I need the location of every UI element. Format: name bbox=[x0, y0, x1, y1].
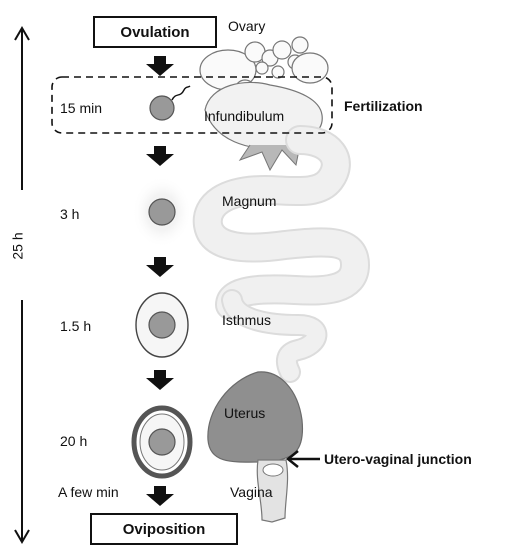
fertilization-label: Fertilization bbox=[344, 98, 423, 114]
ovulation-label: Ovulation bbox=[120, 24, 189, 41]
time-label-3: 1.5 h bbox=[60, 318, 91, 334]
egg-stage-1 bbox=[150, 86, 190, 120]
egg-stage-4 bbox=[134, 408, 190, 476]
isthmus-label: Isthmus bbox=[222, 312, 271, 328]
vagina-label: Vagina bbox=[230, 484, 273, 500]
arrow-down-3 bbox=[146, 257, 174, 277]
total-time-label: 25 h bbox=[10, 232, 26, 259]
oviposition-label: Oviposition bbox=[123, 521, 206, 538]
time-label-2: 3 h bbox=[60, 206, 79, 222]
arrow-down-2 bbox=[146, 146, 174, 166]
time-label-1: 15 min bbox=[60, 100, 102, 116]
junction-label: Utero-vaginal junction bbox=[324, 451, 472, 467]
egg-stage-2 bbox=[132, 176, 192, 248]
infundibulum-label: Infundibulum bbox=[204, 108, 284, 124]
magnum-label: Magnum bbox=[222, 193, 276, 209]
ovary-label: Ovary bbox=[228, 18, 265, 34]
arrow-down-4 bbox=[146, 370, 174, 390]
oviposition-box: Oviposition bbox=[90, 513, 238, 545]
arrow-down-5 bbox=[146, 486, 174, 506]
uterus-label: Uterus bbox=[224, 405, 265, 421]
arrow-down-1 bbox=[146, 56, 174, 76]
egg-stage-3 bbox=[136, 293, 188, 357]
time-label-4: 20 h bbox=[60, 433, 87, 449]
ovulation-box: Ovulation bbox=[93, 16, 217, 48]
time-label-5: A few min bbox=[58, 484, 119, 500]
